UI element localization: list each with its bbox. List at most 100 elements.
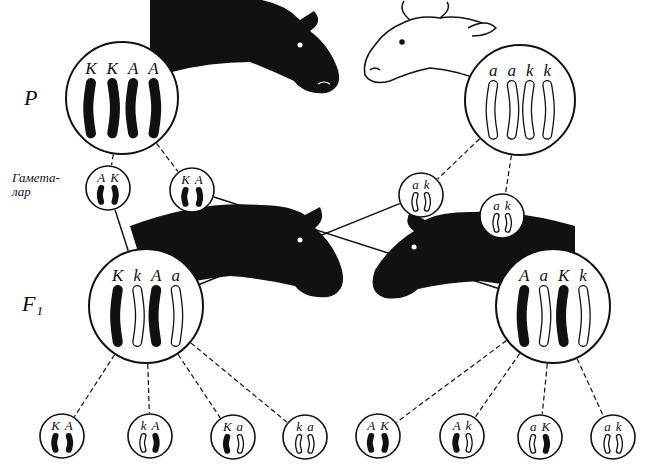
chromosome-symbol — [88, 83, 91, 133]
allele-letter: k — [424, 178, 430, 191]
circle-border — [399, 173, 443, 217]
allele-letter: a — [493, 199, 500, 212]
allele-row: ak — [479, 199, 525, 212]
allele-letter: K — [85, 60, 96, 77]
meiosis-line — [577, 359, 603, 416]
allele-row: KA — [39, 419, 85, 432]
circle-border — [356, 414, 400, 458]
chromosome-symbol — [546, 437, 547, 451]
allele-row: kA — [127, 419, 173, 432]
allele-row: ak — [590, 420, 636, 433]
chromosome-symbol — [508, 216, 509, 230]
circle-border — [518, 415, 562, 459]
gamete-circle: ka — [282, 414, 328, 460]
fertilization-line — [115, 210, 128, 251]
allele-letter: a — [540, 267, 549, 284]
allele-letter: a — [171, 267, 180, 284]
meiosis-line — [506, 155, 512, 193]
meiosis-line — [191, 343, 287, 422]
allele-row: AaKk — [495, 267, 611, 284]
genotype-circle: KkAa — [88, 248, 204, 364]
allele-row: Ak — [439, 419, 485, 432]
meiosis-line — [475, 354, 520, 418]
meiosis-line — [74, 355, 114, 417]
allele-row: ka — [282, 420, 328, 433]
chromosome-symbol — [547, 85, 550, 135]
allele-letter: K — [112, 267, 123, 284]
chromosome-symbol — [532, 437, 533, 451]
chromosome-symbol — [561, 290, 564, 342]
allele-letter: K — [51, 419, 60, 432]
chromosome-symbol — [154, 290, 157, 342]
circle-outline — [88, 248, 204, 364]
fertilization-line — [513, 236, 524, 256]
allele-letter: a — [489, 62, 498, 79]
allele-letter: A — [195, 173, 203, 186]
chromosome-symbol — [154, 83, 157, 133]
meiosis-line — [112, 154, 114, 165]
gamete-circle: Ka — [210, 414, 256, 460]
diagram-label: Гамета- лар — [12, 171, 64, 198]
allele-letter: A — [128, 60, 138, 77]
chromosome-symbol — [310, 437, 311, 451]
meiosis-line — [396, 341, 506, 423]
chromosome-symbol — [298, 437, 299, 451]
allele-letter: A — [519, 267, 529, 284]
circle-border — [128, 414, 172, 458]
chromosome-symbol — [155, 436, 156, 450]
chromosome-symbol — [512, 85, 515, 135]
circle-outline — [517, 414, 563, 460]
gamete-circle: ak — [398, 172, 444, 218]
chromosome-symbol — [583, 290, 586, 342]
circle-outline — [398, 172, 444, 218]
chromosome-symbol — [240, 437, 241, 451]
circle-border — [480, 194, 524, 238]
chromosome-symbol — [491, 85, 494, 135]
gamete-circle: KA — [39, 413, 85, 459]
circle-border — [591, 415, 635, 459]
circle-outline — [590, 414, 636, 460]
fertilization-line — [200, 204, 400, 285]
gamete-circle: AK — [355, 413, 401, 459]
allele-letter: K — [541, 420, 550, 433]
allele-letter: K — [110, 171, 119, 184]
allele-letter: A — [97, 171, 105, 184]
chromosome-symbol — [226, 437, 227, 451]
meiosis-line — [542, 364, 547, 414]
allele-letter: A — [148, 60, 158, 77]
allele-letter: a — [604, 420, 611, 433]
chromosome-symbol — [619, 437, 620, 451]
allele-row: Ka — [210, 420, 256, 433]
gamete-circle: KA — [169, 167, 215, 213]
allele-letter: K — [181, 173, 190, 186]
chromosome-symbol — [176, 290, 179, 342]
allele-row: KKAA — [65, 60, 179, 77]
allele-letter: k — [296, 420, 302, 433]
allele-letter: A — [151, 267, 161, 284]
circle-outline — [39, 413, 85, 459]
allele-letter: k — [466, 419, 472, 432]
circle-outline — [439, 413, 485, 459]
diagram-label: F₁ — [22, 292, 43, 315]
meiosis-line — [178, 354, 220, 418]
circle-border — [40, 414, 84, 458]
allele-row: KA — [169, 173, 215, 186]
chromosome-symbol — [114, 188, 115, 202]
circle-border — [89, 249, 203, 363]
gamete-circle: kA — [127, 413, 173, 459]
circle-outline — [210, 414, 256, 460]
gamete-circle: ak — [590, 414, 636, 460]
allele-letter: K — [380, 419, 389, 432]
allele-letter: A — [151, 419, 159, 432]
chromosome-symbol — [54, 436, 55, 450]
allele-letter: k — [616, 420, 622, 433]
circle-outline — [282, 414, 328, 460]
chromosome-symbol — [115, 290, 118, 342]
allele-letter: a — [530, 420, 537, 433]
chromosome-symbol — [527, 85, 530, 135]
circle-outline — [169, 167, 215, 213]
allele-letter: k — [579, 267, 587, 284]
chromosome-symbol — [142, 436, 143, 450]
chromosome-symbol — [455, 436, 456, 450]
